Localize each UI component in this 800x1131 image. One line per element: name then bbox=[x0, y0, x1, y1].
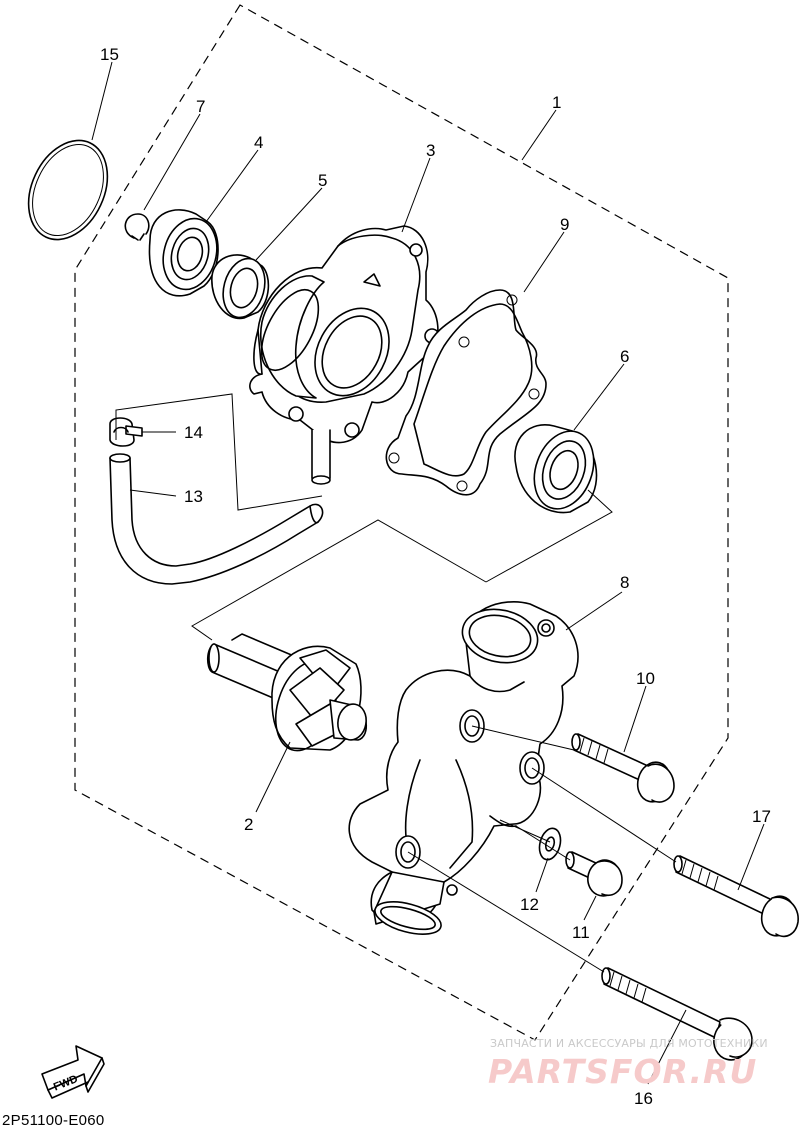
part-10-bolt bbox=[571, 733, 675, 803]
drawing-code: 2P51100-E060 bbox=[2, 1112, 105, 1129]
callout-7: 7 bbox=[196, 97, 205, 116]
watermark-brand: PARTSFOR.RU bbox=[488, 1052, 758, 1091]
callout-6: 6 bbox=[620, 347, 629, 366]
part-13-hose bbox=[109, 453, 324, 585]
part-4-bearing bbox=[148, 209, 219, 297]
callout-13: 13 bbox=[184, 487, 203, 506]
callout-9: 9 bbox=[560, 215, 569, 234]
callout-16: 16 bbox=[634, 1089, 653, 1108]
callout-15: 15 bbox=[100, 45, 119, 64]
callout-3: 3 bbox=[426, 141, 435, 160]
part-7-circlip bbox=[124, 213, 150, 241]
part-11-short-bolt bbox=[565, 851, 623, 897]
callout-1: 1 bbox=[552, 93, 561, 112]
callout-17: 17 bbox=[752, 807, 771, 826]
callout-4: 4 bbox=[254, 133, 263, 152]
part-9-gasket bbox=[385, 289, 547, 496]
callout-14: 14 bbox=[184, 423, 203, 442]
part-3-pump-housing bbox=[249, 225, 440, 485]
callout-8: 8 bbox=[620, 573, 629, 592]
part-16-long-bolt bbox=[601, 967, 753, 1061]
part-callouts: 15 7 4 5 3 1 9 6 14 13 8 10 2 17 12 11 1… bbox=[100, 45, 771, 1108]
callout-5: 5 bbox=[318, 171, 327, 190]
callout-2: 2 bbox=[244, 815, 253, 834]
leader-lines bbox=[91, 61, 765, 1085]
callout-12: 12 bbox=[520, 895, 539, 914]
forward-direction-arrow: FWD bbox=[41, 1045, 105, 1099]
callout-10: 10 bbox=[636, 669, 655, 688]
assembly-boundary-dashed bbox=[74, 4, 729, 1041]
part-17-long-bolt bbox=[673, 855, 799, 938]
part-8-pump-body bbox=[348, 600, 579, 935]
callout-11: 11 bbox=[572, 923, 590, 942]
part-6-bearing bbox=[514, 424, 598, 514]
part-15-o-ring bbox=[27, 139, 109, 241]
part-2-impeller-shaft bbox=[206, 633, 367, 752]
part-12-washer bbox=[538, 827, 562, 861]
part-14-hose-clamp bbox=[109, 417, 143, 447]
assembly-alignment-lines bbox=[115, 393, 677, 973]
part-5-oil-seal bbox=[211, 254, 270, 320]
watermark-tagline: ЗАПЧАСТИ И АКСЕССУАРЫ ДЛЯ МОТОТЕХНИКИ bbox=[490, 1037, 768, 1050]
